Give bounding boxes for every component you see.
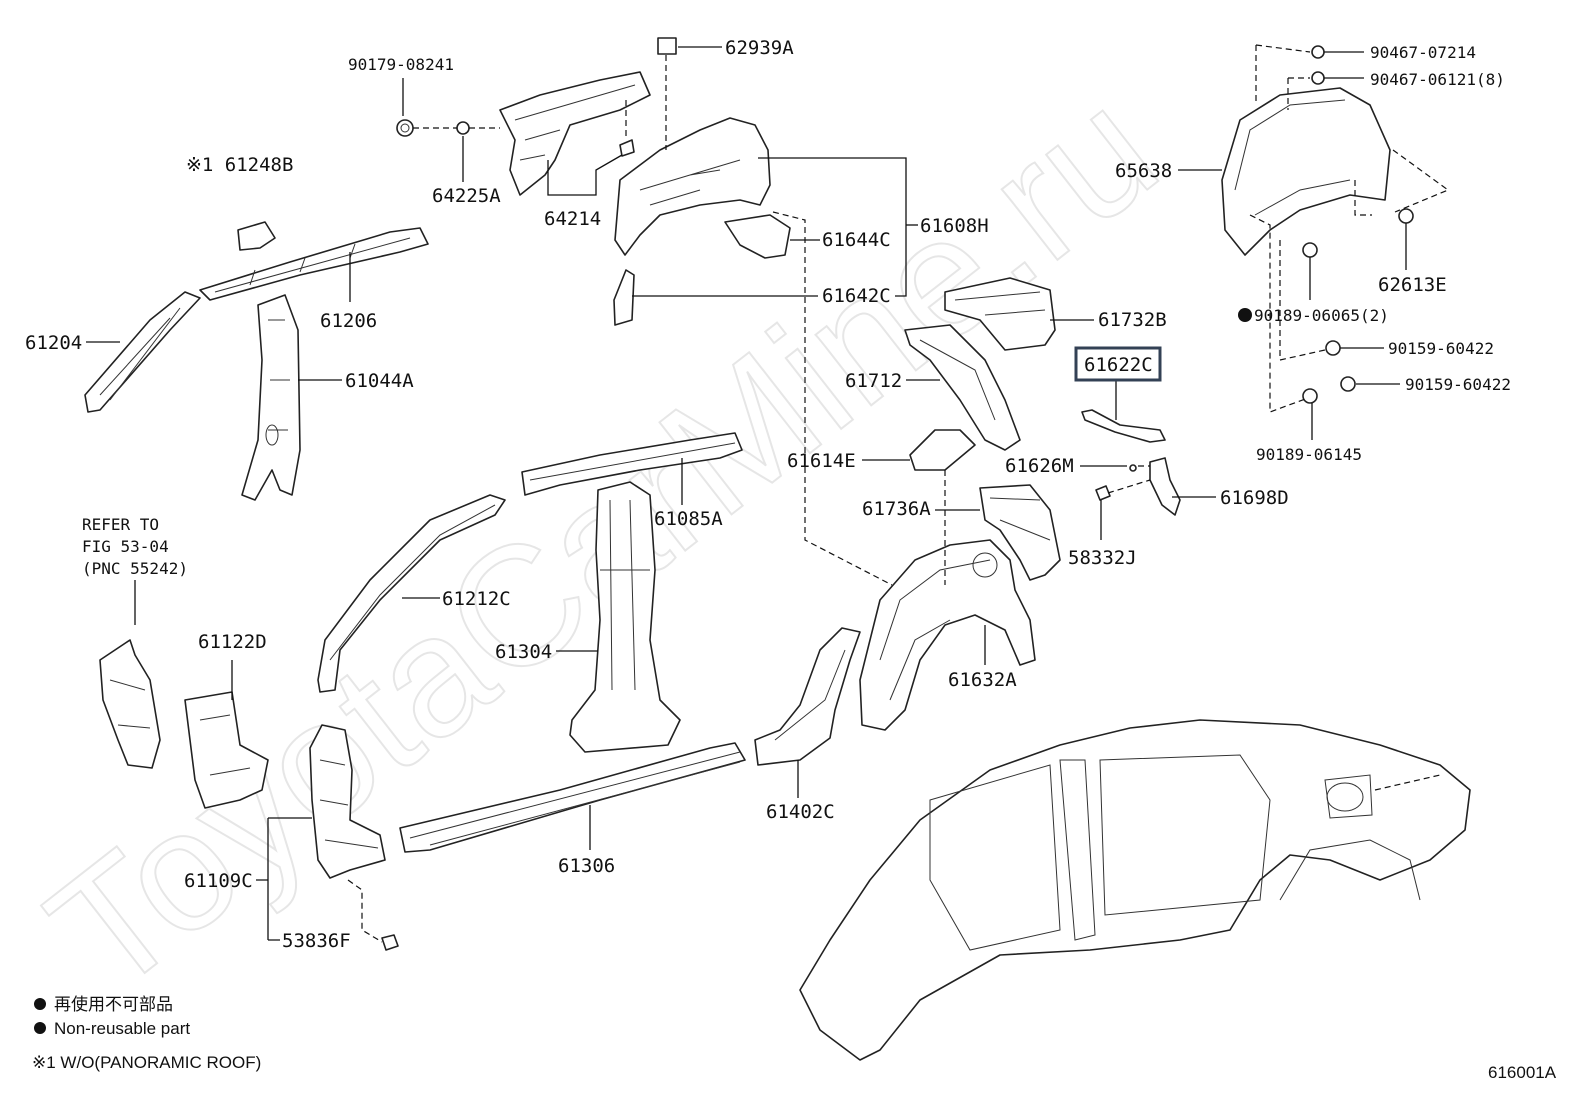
part-61402C-shape	[754, 627, 861, 766]
part-61736A-shape	[979, 484, 1061, 581]
highlight-box-61622C	[1074, 346, 1162, 382]
label-61044A: 61044A	[345, 370, 414, 392]
figure-id: 616001A	[1488, 1063, 1557, 1082]
label-90189-06145: 90189-06145	[1256, 445, 1362, 464]
label-61122D: 61122D	[198, 631, 267, 653]
part-61304-shape	[569, 481, 681, 753]
part-61122D-shape	[184, 691, 269, 809]
label-53836F: 53836F	[282, 930, 351, 952]
label-61248B: ※1 61248B	[186, 154, 293, 176]
label-61085A: 61085A	[654, 508, 723, 530]
label-90189-06065: 90189-06065(2)	[1254, 306, 1389, 325]
legend-bullet-en-icon	[34, 1022, 46, 1034]
legend-bullet-jp-icon	[34, 998, 46, 1010]
label-61402C: 61402C	[766, 801, 835, 823]
part-61085A-shape	[521, 432, 743, 496]
part-90179-shape	[396, 119, 414, 137]
part-61204-shape	[84, 291, 201, 413]
part-61642C-shape	[613, 269, 635, 326]
label-64214: 64214	[544, 208, 601, 230]
label-90179-08241: 90179-08241	[348, 55, 454, 74]
legend-note: ※1 W/O(PANORAMIC ROOF)	[32, 1053, 261, 1072]
label-61306: 61306	[558, 855, 615, 877]
part-64225A-shape	[456, 121, 470, 135]
part-55242-reference-shape	[99, 639, 161, 769]
part-61622C-shape	[1081, 409, 1166, 443]
label-61304: 61304	[495, 641, 552, 663]
label-61608H: 61608H	[920, 215, 989, 237]
label-61109C: 61109C	[184, 870, 253, 892]
label-90467-07214: 90467-07214	[1370, 43, 1476, 62]
part-61614E-shape	[909, 429, 976, 471]
label-62939A: 62939A	[725, 37, 794, 59]
label-90467-06121: 90467-06121(8)	[1370, 70, 1505, 89]
refer-line-2: FIG 53-04	[82, 537, 169, 556]
non-reusable-marker-icon	[1238, 308, 1252, 322]
label-61644C: 61644C	[822, 229, 891, 251]
label-61614E: 61614E	[787, 450, 856, 472]
part-61248B-shape	[237, 221, 276, 251]
label-61736A: 61736A	[862, 498, 931, 520]
part-64214-shape	[499, 71, 651, 196]
label-58332J: 58332J	[1068, 547, 1137, 569]
label-61642C: 61642C	[822, 285, 891, 307]
part-61698D-shape	[1149, 457, 1181, 516]
part-61212C-shape	[317, 494, 506, 693]
label-61698D: 61698D	[1220, 487, 1289, 509]
refer-line-1: REFER TO	[82, 515, 159, 534]
label-61632A: 61632A	[948, 669, 1017, 691]
part-61306-shape	[399, 742, 746, 853]
legend-en: Non-reusable part	[54, 1019, 190, 1038]
legend-jp: 再使用不可部品	[54, 994, 173, 1014]
body-side-assembly-shape	[799, 719, 1471, 1061]
label-61622C: 61622C	[1084, 354, 1153, 376]
part-61644C-shape	[724, 214, 791, 259]
part-65638-shape	[1221, 87, 1391, 256]
label-61626M: 61626M	[1005, 455, 1074, 477]
part-61109C-shape	[309, 724, 386, 879]
part-62939A-shape	[657, 37, 677, 55]
refer-line-3: (PNC 55242)	[82, 559, 188, 578]
label-61206: 61206	[320, 310, 377, 332]
label-64225A: 64225A	[432, 185, 501, 207]
part-61608H-shape	[614, 117, 771, 256]
part-61044A-shape	[241, 294, 301, 501]
label-61732B: 61732B	[1098, 309, 1167, 331]
label-62613E: 62613E	[1378, 274, 1447, 296]
label-90159-60422-b: 90159-60422	[1405, 375, 1511, 394]
label-61712: 61712	[845, 370, 902, 392]
label-61204: 61204	[25, 332, 82, 354]
label-90159-60422-a: 90159-60422	[1388, 339, 1494, 358]
label-61212C: 61212C	[442, 588, 511, 610]
part-61632A-shape	[859, 539, 1036, 731]
part-61712-shape	[904, 324, 1021, 451]
label-65638: 65638	[1115, 160, 1172, 182]
part-61206-shape	[199, 227, 429, 301]
